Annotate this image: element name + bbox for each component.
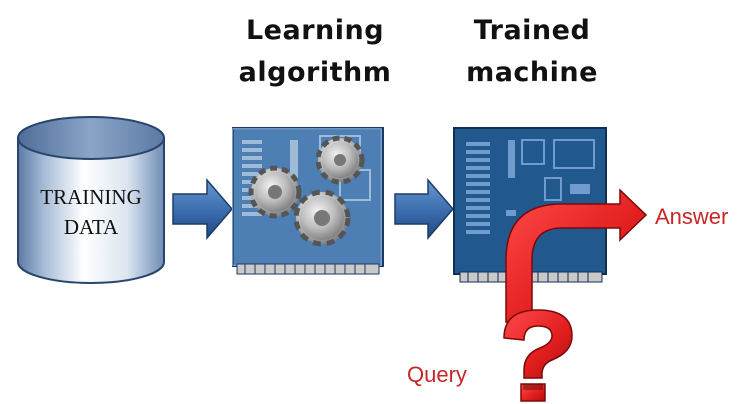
gear-icon xyxy=(293,189,351,247)
answer-arrow xyxy=(505,188,648,323)
question-mark-icon xyxy=(503,309,573,402)
learning-algorithm-heading: Learning algorithm xyxy=(238,15,392,88)
answer-label: Answer xyxy=(655,204,729,229)
training-data-label: TRAINING DATA xyxy=(40,185,142,239)
trained-machine-heading: Trained machine xyxy=(466,15,598,88)
arrow-right-icon xyxy=(394,177,454,241)
gear-icon xyxy=(248,165,302,219)
gear-icon xyxy=(315,135,365,185)
database-cylinder-icon xyxy=(17,116,165,284)
circuit-board-with-gears-icon xyxy=(232,127,384,275)
query-label: Query xyxy=(407,362,467,387)
arrow-right-icon xyxy=(172,177,233,241)
